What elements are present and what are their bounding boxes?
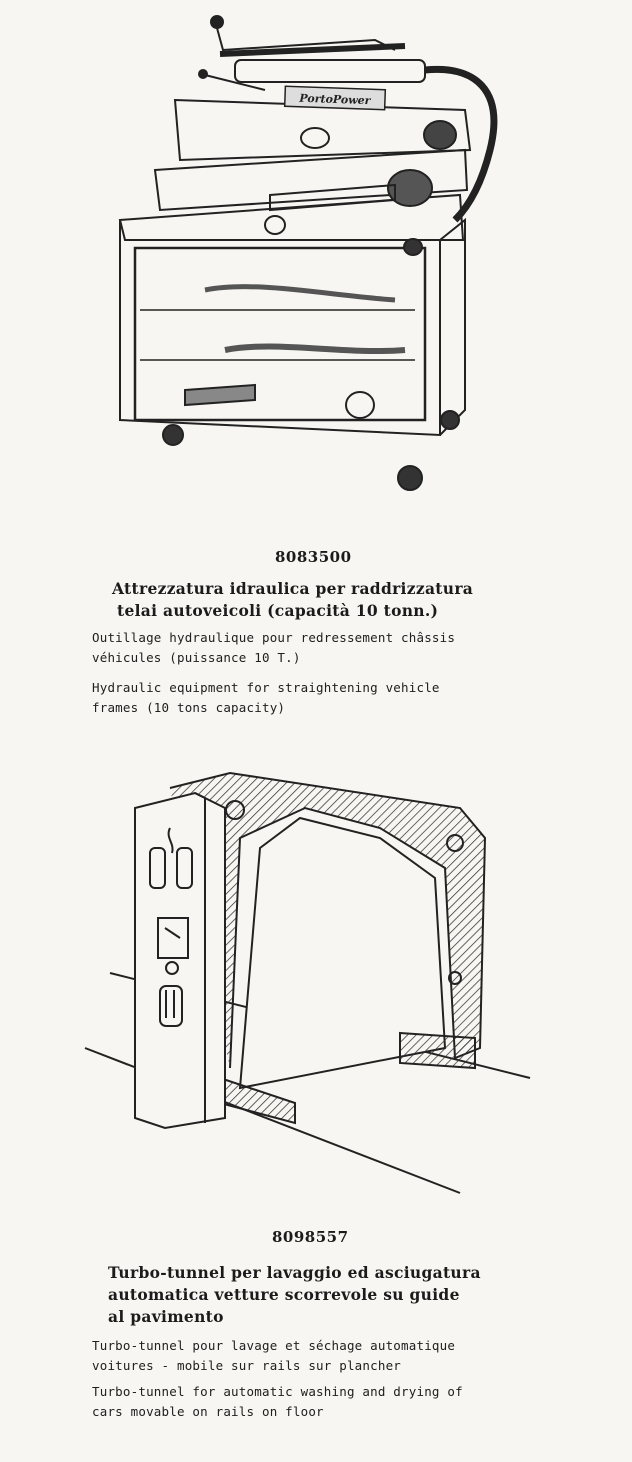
svg-text:PortoPower: PortoPower — [298, 92, 372, 108]
product-code: 8098557 — [272, 1228, 349, 1246]
portopower-logo — [283, 85, 387, 111]
description-line: Turbo-tunnel for automatic washing and d… — [92, 1384, 463, 1399]
description-line: frames (10 tons capacity) — [92, 700, 286, 715]
description-line: cars movable on rails on floor — [92, 1404, 324, 1419]
english-description: Hydraulic equipment for straightening ve… — [92, 678, 440, 718]
description-line: telai autoveicoli (capacità 10 tonn.) — [117, 601, 439, 620]
description-line: automatica vetture scorrevole su guide — [108, 1285, 460, 1304]
italian-description: Turbo-tunnel per lavaggio ed asciugatura… — [108, 1262, 481, 1328]
description-line: Hydraulic equipment for straightening ve… — [92, 680, 440, 695]
description-line: Turbo-tunnel per lavaggio ed asciugatura — [108, 1263, 481, 1282]
french-description: Outillage hydraulique pour redressement … — [92, 628, 455, 668]
product-code: 8083500 — [275, 548, 352, 566]
french-description: Turbo-tunnel pour lavage et séchage auto… — [92, 1336, 455, 1376]
description-line: voitures - mobile sur rails sur plancher — [92, 1358, 402, 1373]
description-line: véhicules (puissance 10 T.) — [92, 650, 301, 665]
italian-description: Attrezzatura idraulica per raddrizzatura… — [112, 578, 473, 622]
hydraulic-equipment-illustration: PortoPower — [95, 10, 525, 500]
english-description: Turbo-tunnel for automatic washing and d… — [92, 1382, 463, 1422]
turbo-tunnel-illustration — [80, 768, 540, 1208]
description-line: Attrezzatura idraulica per raddrizzatura — [112, 579, 474, 598]
description-line: Turbo-tunnel pour lavage et séchage auto… — [92, 1338, 456, 1353]
description-line: al pavimento — [108, 1307, 224, 1326]
description-line: Outillage hydraulique pour redressement … — [92, 630, 456, 645]
